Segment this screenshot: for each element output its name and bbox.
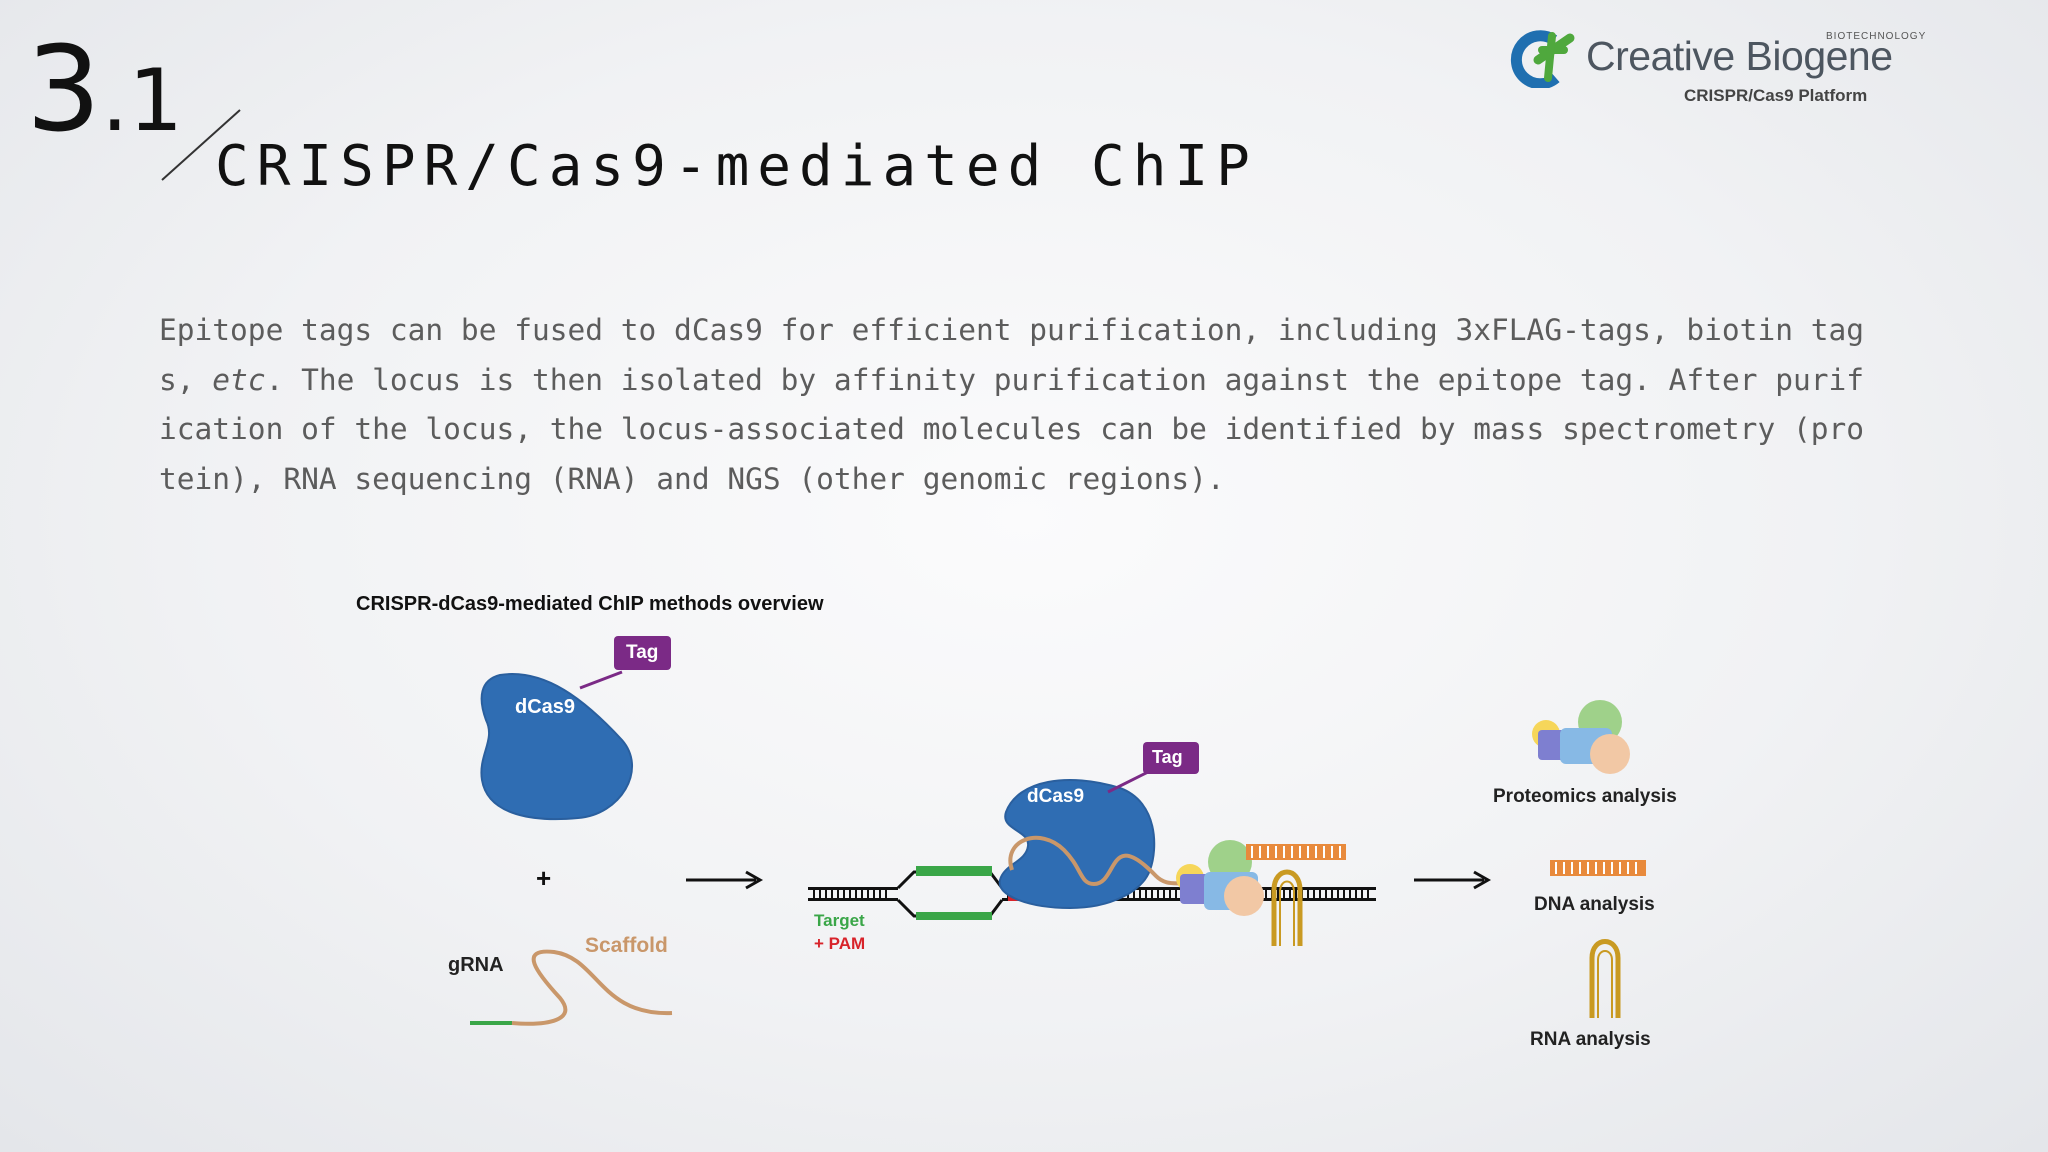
rna-hairpin-icon	[1271, 869, 1303, 946]
scaffold-label: Scaffold	[585, 934, 668, 957]
dna-fragment-icon	[1550, 860, 1646, 876]
figure-graphics	[470, 636, 1646, 1026]
proteomics-label: Proteomics analysis	[1493, 786, 1677, 807]
page-title: CRISPR/Cas9-mediated ChIP	[215, 134, 1258, 199]
target-label: Target	[814, 911, 865, 930]
dcas9-label-bound: dCas9	[1027, 786, 1085, 807]
tag-label-bound: Tag	[1152, 747, 1183, 767]
body-paragraph: Epitope tags can be fused to dCas9 for e…	[159, 306, 1879, 504]
protein-cluster-icon	[1176, 840, 1264, 916]
tag-box-left	[614, 636, 671, 670]
body-text-part1: Epitope tags can be fused to dCas9 for e…	[159, 313, 1865, 397]
logo-platform: CRISPR/Cas9 Platform	[1684, 86, 1868, 105]
plus-sign: +	[536, 863, 552, 893]
dcas9-label-left: dCas9	[515, 696, 576, 718]
dcas9-blob-left	[480, 673, 633, 821]
slide-number-major: 3	[26, 20, 102, 158]
right-arrow-icon	[1414, 870, 1492, 890]
brand-logo: BIOTECHNOLOGY Creative Biogene CRISPR/Ca…	[1508, 26, 1925, 110]
protein-cluster-icon	[1532, 700, 1630, 774]
bound-grna	[1008, 835, 1193, 888]
dna-fragment-icon	[1246, 844, 1346, 860]
grna-label: gRNA	[448, 954, 504, 976]
body-text-part2: . The locus is then isolated by affinity…	[159, 362, 1865, 496]
divider-slash	[161, 109, 241, 181]
dna-analysis-label: DNA analysis	[1534, 894, 1655, 915]
chip-overview-figure: CRISPR-dCas9-mediated ChIP methods overv…	[300, 580, 1740, 1080]
grna-scaffold	[511, 949, 673, 1026]
logo-tagline: BIOTECHNOLOGY	[1826, 31, 1927, 42]
tag-box-bound	[1143, 742, 1199, 774]
figure-title: CRISPR-dCas9-mediated ChIP methods overv…	[356, 593, 824, 615]
slide-number-minor: .1	[101, 51, 184, 151]
tag-linker-bound	[1107, 770, 1149, 794]
tag-label-left: Tag	[626, 642, 659, 663]
slide-number: 3.1	[26, 30, 183, 148]
rna-hairpin-inner	[1279, 880, 1295, 946]
right-arrow-icon	[686, 870, 764, 890]
tag-linker-left	[579, 670, 623, 690]
pam-label: + PAM	[814, 934, 866, 953]
rna-hairpin-icon	[1589, 939, 1621, 1018]
rna-analysis-label: RNA analysis	[1530, 1029, 1651, 1050]
body-text-italic: etc	[212, 362, 266, 397]
logo-mark-icon	[1510, 30, 1575, 88]
logo-brand-name: Creative Biogene	[1586, 33, 1893, 79]
dcas9-blob-bound	[998, 779, 1156, 910]
